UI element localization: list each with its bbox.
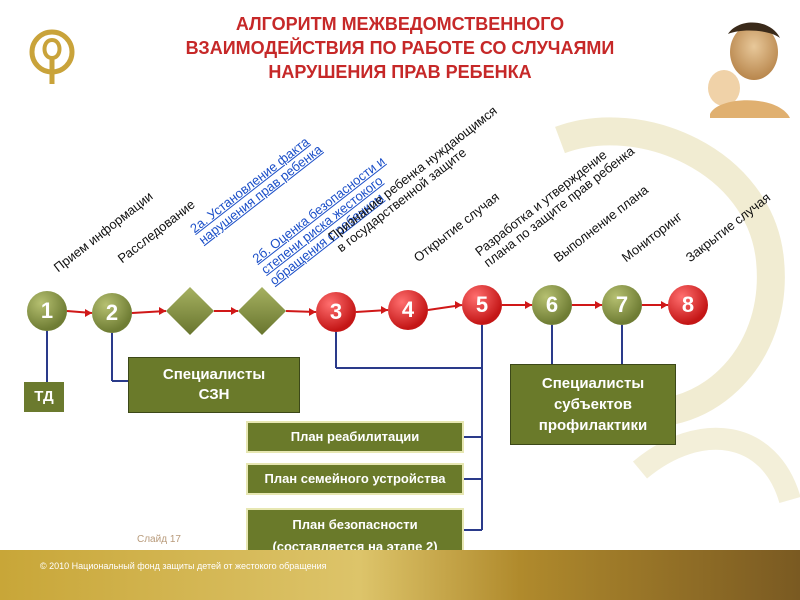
flow-arrow-head (159, 307, 166, 315)
title-line: ВЗАИМОДЕЙСТВИЯ ПО РАБОТЕ СО СЛУЧАЯМИ (185, 38, 615, 58)
step-node-4: 4 (388, 290, 428, 330)
step-node-5: 5 (462, 285, 502, 325)
step-node-6: 6 (532, 285, 572, 325)
plan-rehabilitation: План реабилитации (246, 421, 464, 453)
slide-number: Слайд 17 (137, 534, 181, 545)
prof-line: Специалисты (541, 375, 645, 392)
szn-specialists-box: Специалисты СЗН (128, 357, 300, 413)
title-line: НАРУШЕНИЯ ПРАВ РЕБЕНКА (268, 62, 532, 82)
step-node-3: 3 (316, 292, 356, 332)
step-node-7: 7 (602, 285, 642, 325)
flow-arrow-head (309, 308, 316, 316)
plan-line: План безопасности (292, 517, 418, 532)
szn-line: СЗН (198, 386, 230, 403)
step-node-2: 2 (92, 293, 132, 333)
prof-line: профилактики (538, 417, 648, 434)
plan-line: План семейного устройства (264, 471, 446, 486)
footer-bar (0, 550, 800, 600)
page-title: АЛГОРИТМ МЕЖВЕДОМСТВЕННОГО ВЗАИМОДЕЙСТВИ… (110, 12, 690, 84)
plan-family-placement: План семейного устройства (246, 463, 464, 495)
td-box: ТД (24, 382, 64, 412)
flow-arrow-head (525, 301, 532, 309)
flow-arrow-head (455, 301, 462, 309)
flow-arrow-head (661, 301, 668, 309)
family-photo (698, 14, 794, 118)
prevention-specialists-box: Специалисты субъектов профилактики (510, 364, 676, 445)
title-line: АЛГОРИТМ МЕЖВЕДОМСТВЕННОГО (235, 14, 565, 34)
flow-arrow-head (231, 307, 238, 315)
flow-arrow-head (595, 301, 602, 309)
td-label: ТД (34, 388, 54, 405)
prof-line: субъектов (553, 396, 633, 413)
plan-line: План реабилитации (290, 429, 420, 444)
step-node-1: 1 (27, 291, 67, 331)
step-node-8: 8 (668, 285, 708, 325)
szn-line: Специалисты (162, 366, 266, 383)
flow-arrow-head (381, 306, 388, 314)
logo-icon (29, 29, 75, 84)
copyright-text: © 2010 Национальный фонд защиты детей от… (40, 561, 327, 571)
flow-arrow-head (85, 309, 92, 317)
